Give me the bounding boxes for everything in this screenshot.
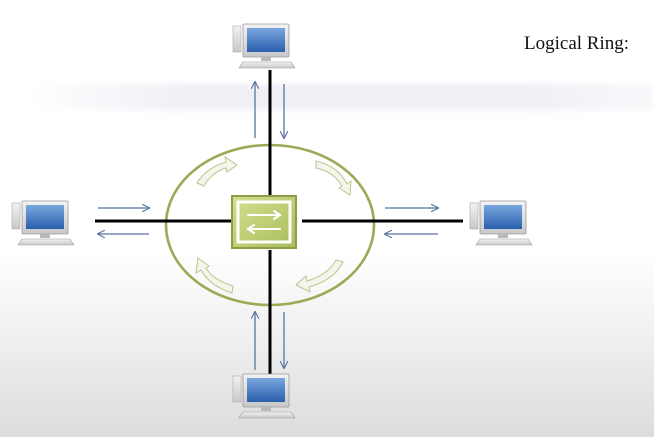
traffic-arrows: [98, 82, 438, 370]
ring-arrow-top-right: [315, 160, 352, 196]
bidirectional-arrows-icon: [246, 210, 282, 234]
computer-west-icon: [11, 200, 75, 246]
computer-east-icon: [469, 200, 533, 246]
ring-arrow-top-left: [196, 155, 238, 187]
ring-arrow-bottom-right: [295, 259, 344, 293]
diagram-title: Logical Ring:: [524, 33, 630, 54]
ring-flow-arrows: [195, 155, 352, 294]
background-haze: [30, 84, 654, 110]
cabling: [95, 70, 463, 376]
computer-north-icon: [232, 23, 296, 69]
computer-south-icon: [232, 373, 296, 419]
ring-arrow-bottom-left: [195, 257, 234, 294]
hub: [231, 195, 297, 249]
